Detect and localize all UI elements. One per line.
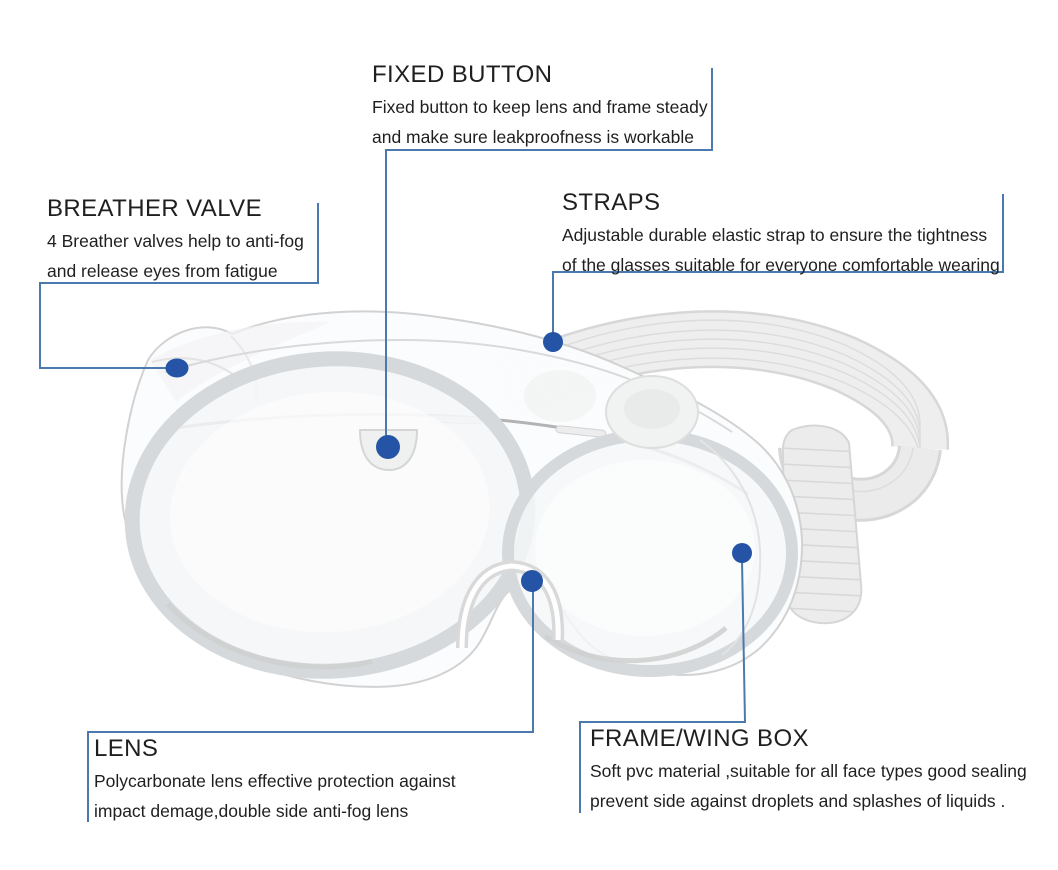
callout-fixed-button: FIXED BUTTON Fixed button to keep lens a… — [372, 60, 708, 152]
callout-text-frame-wing-box-1: Soft pvc material ,suitable for all face… — [590, 761, 1027, 781]
dot-fixed-button — [376, 435, 400, 459]
dot-lens — [521, 570, 543, 592]
callout-text-lens-1: Polycarbonate lens effective protection … — [94, 771, 456, 791]
callout-straps: STRAPS Adjustable durable elastic strap … — [562, 188, 1000, 280]
connector-straps — [552, 194, 1004, 338]
callout-text-breather-valve-2: and release eyes from fatigue — [47, 260, 278, 281]
left-wing-crease — [151, 357, 239, 379]
connector-lens — [87, 588, 534, 822]
callout-lens: LENS Polycarbonate lens effective protec… — [94, 734, 456, 826]
callout-heading-straps: STRAPS — [562, 189, 661, 216]
connector-frame-wing-box — [579, 559, 747, 813]
callout-heading-frame-wing-box: FRAME/WING BOX — [590, 725, 809, 752]
dot-straps — [543, 332, 563, 352]
connector-fixed-button — [385, 68, 713, 446]
callout-connectors — [39, 68, 1004, 822]
dot-breather-valve — [165, 358, 189, 378]
callout-text-fixed-button-1: Fixed button to keep lens and frame stea… — [372, 97, 708, 117]
callout-dots — [165, 332, 752, 592]
callout-text-breather-valve-1: 4 Breather valves help to anti-fog — [47, 231, 304, 251]
callout-text-lens-2: impact demage,double side anti-fog lens — [94, 800, 409, 821]
vent-slit — [555, 425, 607, 438]
breather-valve-cap — [524, 370, 699, 449]
callout-text-straps-2: of the glasses suitable for everyone com… — [562, 254, 1000, 275]
callout-heading-breather-valve: BREATHER VALVE — [47, 195, 262, 222]
callout-heading-lens: LENS — [94, 735, 159, 762]
callout-text-frame-wing-box-2: prevent side against droplets and splash… — [590, 790, 1006, 811]
connector-breather-valve — [39, 203, 319, 369]
callout-frame-wing-box: FRAME/WING BOX Soft pvc material ,suitab… — [590, 724, 1027, 816]
callout-breather-valve: BREATHER VALVE 4 Breather valves help to… — [47, 194, 304, 286]
callout-heading-fixed-button: FIXED BUTTON — [372, 61, 553, 88]
callout-text-straps-1: Adjustable durable elastic strap to ensu… — [562, 225, 988, 245]
callout-text-fixed-button-2: and make sure leakproofness is workable — [372, 126, 694, 147]
dot-frame-wing-box — [732, 543, 752, 563]
